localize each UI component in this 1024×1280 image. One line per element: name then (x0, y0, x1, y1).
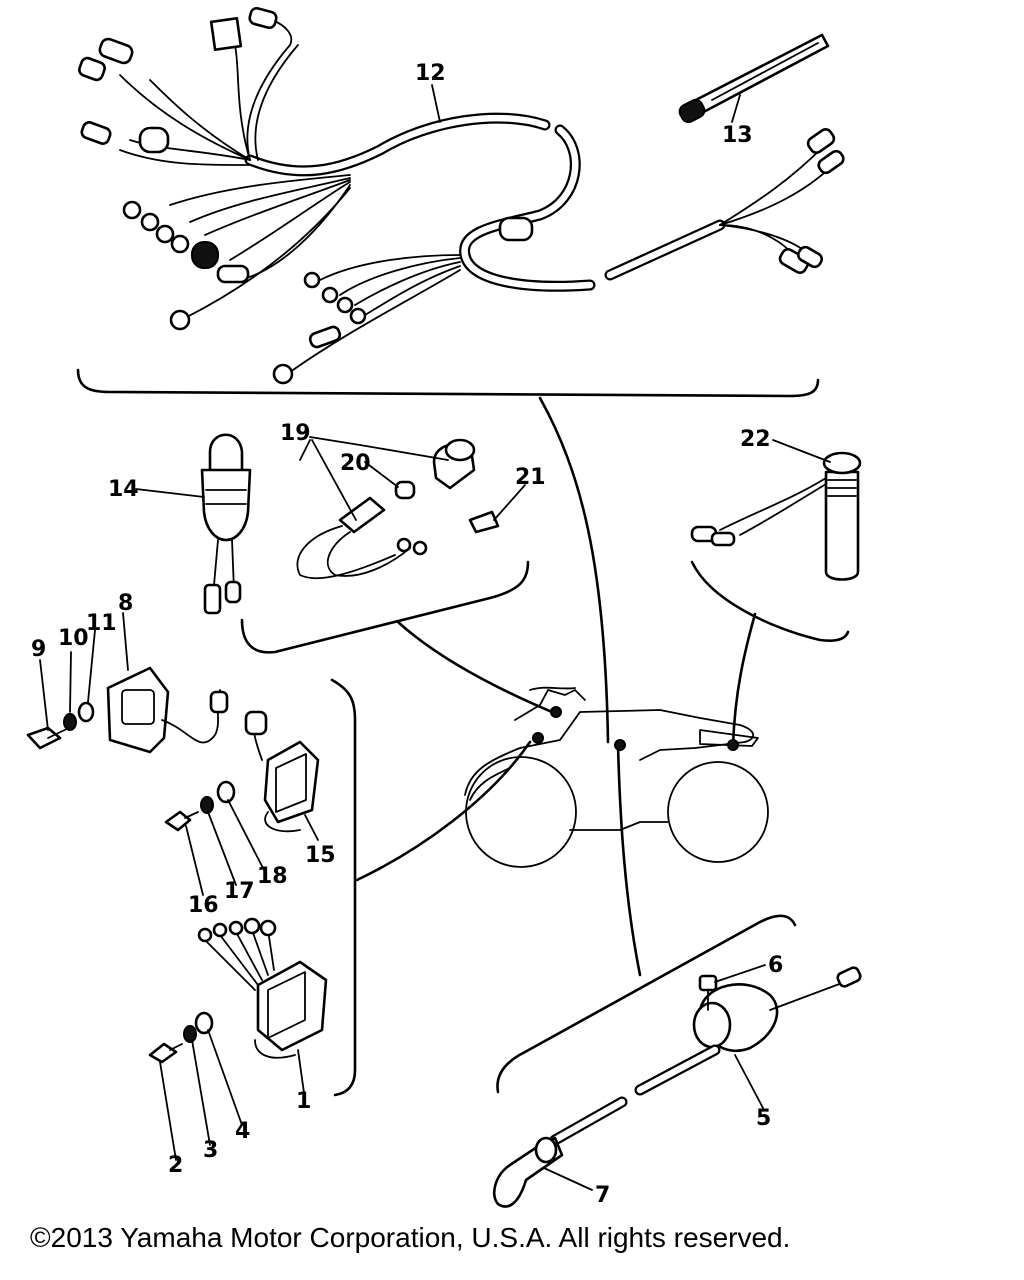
callout-10: 10 (58, 626, 89, 651)
callout-3: 3 (203, 1138, 218, 1163)
sensor-bracket (690, 560, 850, 643)
callout-9: 9 (31, 637, 46, 662)
callout-14: 14 (108, 477, 139, 502)
callout-19: 19 (280, 421, 311, 446)
callout-21: 21 (515, 465, 546, 490)
callout-4: 4 (235, 1119, 250, 1144)
cable-tie (678, 33, 830, 124)
temperature-sensor (690, 451, 862, 581)
callout-11: 11 (86, 611, 117, 636)
copyright-notice: ©2013 Yamaha Motor Corporation, U.S.A. A… (30, 1222, 791, 1253)
callout-15: 15 (305, 843, 336, 868)
callout-2: 2 (168, 1153, 183, 1178)
starter-bracket (496, 914, 797, 1094)
atv-silhouette (464, 686, 769, 868)
callout-5: 5 (756, 1106, 771, 1131)
callout-12: 12 (415, 61, 446, 86)
callout-16: 16 (188, 893, 219, 918)
ignition-coil (164, 710, 320, 833)
callout-8: 8 (118, 591, 133, 616)
neutral-switch (296, 438, 500, 580)
wire-harness (78, 6, 845, 385)
callout-6: 6 (768, 953, 783, 978)
leader-lines (355, 396, 757, 977)
callout-numbers: 1 2 3 4 5 6 7 8 9 10 11 12 13 14 15 16 1… (31, 61, 783, 1208)
ignition-bracket (330, 678, 357, 1097)
callout-leaders (39, 84, 831, 1191)
starter-assembly (493, 966, 862, 1208)
callout-13: 13 (722, 123, 753, 148)
callout-17: 17 (224, 879, 255, 904)
callout-20: 20 (340, 451, 371, 476)
callout-1: 1 (296, 1089, 311, 1114)
harness-bracket (76, 368, 820, 398)
rectifier-unit (148, 917, 328, 1064)
callout-18: 18 (257, 864, 288, 889)
callout-7: 7 (595, 1183, 610, 1208)
main-switch (200, 433, 252, 615)
callout-22: 22 (740, 427, 771, 452)
switch-bracket (240, 560, 530, 654)
cdi-unit (26, 666, 229, 754)
